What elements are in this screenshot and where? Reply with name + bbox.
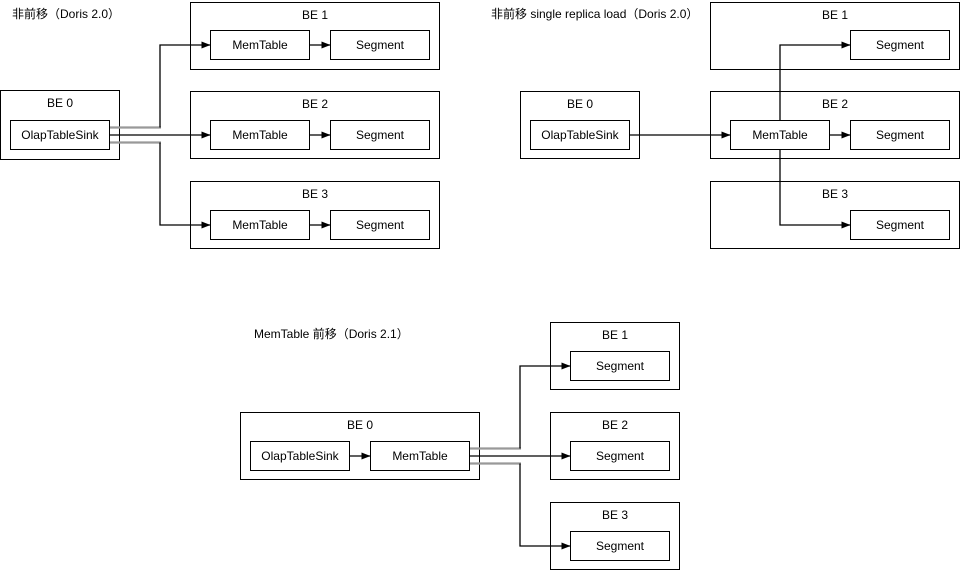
olap-table-sink-box: OlapTableSink (10, 120, 110, 150)
memtable-label: MemTable (232, 218, 288, 232)
olap-table-sink-box: OlapTableSink (530, 120, 630, 150)
segment-box: Segment (850, 30, 950, 60)
segment-box: Segment (850, 210, 950, 240)
memtable-box: MemTable (370, 441, 470, 471)
segment-label: Segment (355, 218, 405, 232)
segment-box: Segment (570, 531, 670, 561)
olap-table-sink-label: OlapTableSink (21, 128, 99, 142)
segment-box: Segment (330, 30, 430, 60)
segment-box: Segment (850, 120, 950, 150)
memtable-label: MemTable (232, 38, 288, 52)
segment-box: Segment (570, 351, 670, 381)
segment-label: Segment (595, 449, 645, 463)
memtable-box: MemTable (730, 120, 830, 150)
memtable-box: MemTable (210, 30, 310, 60)
olap-table-sink-label: OlapTableSink (541, 128, 619, 142)
diagram-title-non-forward-doris-2-0: 非前移（Doris 2.0） (12, 7, 121, 21)
segment-box: Segment (330, 120, 430, 150)
memtable-label: MemTable (752, 128, 808, 142)
segment-label: Segment (595, 539, 645, 553)
memtable-label: MemTable (392, 449, 448, 463)
memtable-label: MemTable (232, 128, 288, 142)
olap-table-sink-label: OlapTableSink (261, 449, 339, 463)
diagram-title-memtable-forward-doris-2-1: MemTable 前移（Doris 2.1） (254, 327, 409, 341)
memtable-box: MemTable (210, 120, 310, 150)
segment-label: Segment (875, 38, 925, 52)
segment-label: Segment (355, 38, 405, 52)
olap-table-sink-box: OlapTableSink (250, 441, 350, 471)
segment-label: Segment (875, 218, 925, 232)
segment-label: Segment (595, 359, 645, 373)
segment-label: Segment (355, 128, 405, 142)
segment-label: Segment (875, 128, 925, 142)
segment-box: Segment (330, 210, 430, 240)
diagram-title-non-forward-single-replica-doris-2-0: 非前移 single replica load（Doris 2.0） (491, 7, 699, 21)
segment-box: Segment (570, 441, 670, 471)
memtable-box: MemTable (210, 210, 310, 240)
